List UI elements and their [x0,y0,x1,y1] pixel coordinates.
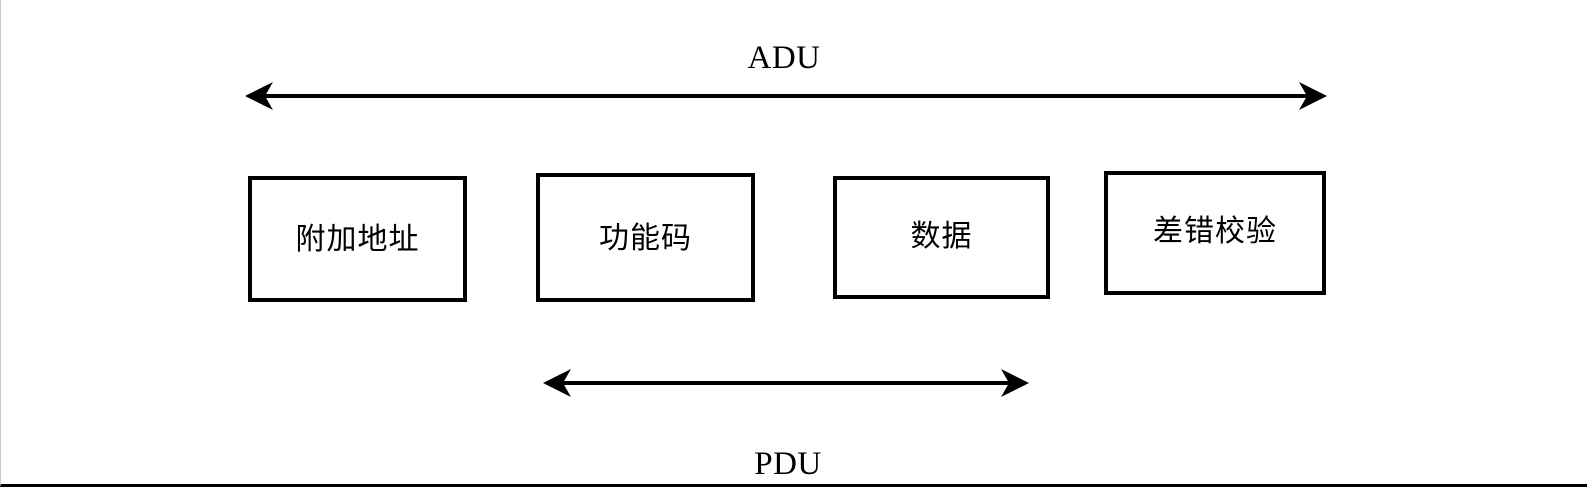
field-box-error-check[interactable]: 差错校验 [1104,171,1326,295]
pdu-span-label: PDU [754,446,822,482]
field-box-function-code[interactable]: 功能码 [536,173,755,302]
adu-span-label: ADU [747,40,821,76]
field-box-additional-address[interactable]: 附加地址 [248,176,467,302]
field-box-function-code-label: 功能码 [599,221,692,255]
field-box-error-check-label: 差错校验 [1153,215,1277,248]
adu-span-arrow [245,82,1327,110]
pdu-span-arrow [543,369,1029,397]
arrow-head-left-icon [543,369,571,397]
field-box-data-label: 数据 [910,219,973,253]
field-box-additional-address-label: 附加地址 [295,223,420,256]
arrow-head-right-icon [1001,369,1029,397]
arrow-head-right-icon [1299,82,1327,110]
arrow-head-left-icon [245,82,273,110]
field-box-data[interactable]: 数据 [833,176,1050,299]
